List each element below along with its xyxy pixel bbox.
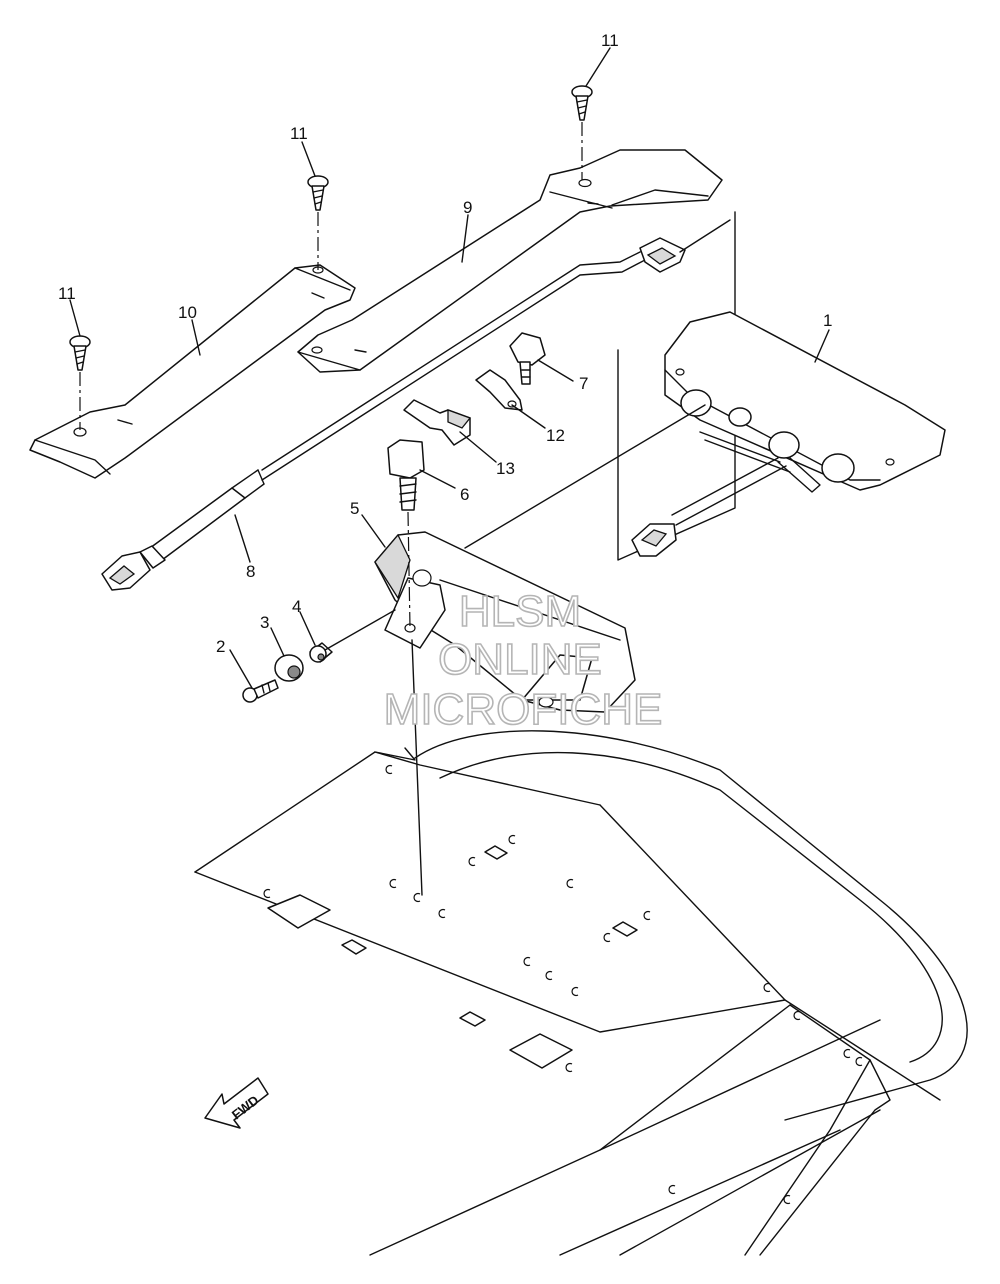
- callout-9: 9: [463, 198, 472, 217]
- part-1-tail-lamp: [617, 211, 946, 561]
- part-13-bracket: [403, 399, 472, 446]
- callout-6: 6: [460, 485, 469, 504]
- callout-2: 2: [216, 637, 225, 656]
- deck-fastener-marks: [263, 764, 863, 1205]
- part-3-grommet: [274, 654, 304, 682]
- part-5-bracket: [374, 531, 636, 713]
- callout-labels: 1 2 3 4 5 6 7 8 9 10 11 11 11 12 13: [58, 31, 832, 656]
- part-10-side-rail: [29, 264, 356, 479]
- fwd-arrow-icon: FWD: [204, 1077, 269, 1129]
- part-7-clip: [509, 332, 546, 385]
- callout-5: 5: [350, 499, 359, 518]
- callout-1: 1: [823, 311, 832, 330]
- part-6-bolt: [387, 439, 425, 511]
- leader-lines: [69, 47, 830, 689]
- callout-3: 3: [260, 613, 269, 632]
- part-8-cable: [101, 469, 265, 591]
- watermark: HLSM ONLINE MICROFICHE: [383, 586, 663, 735]
- deck-pad-center: [509, 1033, 573, 1069]
- callout-13: 13: [496, 459, 515, 478]
- callout-11-c: 11: [601, 31, 619, 50]
- watermark-line-1: HLSM: [459, 587, 581, 636]
- deck-pad-left: [267, 894, 331, 929]
- watermark-line-3: MICROFICHE: [384, 685, 663, 734]
- callout-7: 7: [579, 374, 588, 393]
- deck-hull: [194, 730, 968, 1256]
- callout-11-b: 11: [58, 284, 76, 303]
- callout-8: 8: [246, 562, 255, 581]
- part-12-clamp: [475, 369, 523, 411]
- part-2-screw: [242, 679, 279, 703]
- part-11-screw-a: [307, 175, 329, 211]
- part-9-side-rail: [261, 149, 723, 481]
- part-4-collar: [309, 642, 333, 663]
- callout-4: 4: [292, 597, 301, 616]
- watermark-line-2: ONLINE: [438, 635, 602, 684]
- part-11-screw-b: [69, 335, 91, 371]
- alignment-lines: [79, 122, 731, 896]
- callout-11-a: 11: [290, 124, 308, 143]
- part-11-screw-c: [571, 85, 593, 121]
- callout-12: 12: [546, 426, 565, 445]
- callout-10: 10: [178, 303, 197, 322]
